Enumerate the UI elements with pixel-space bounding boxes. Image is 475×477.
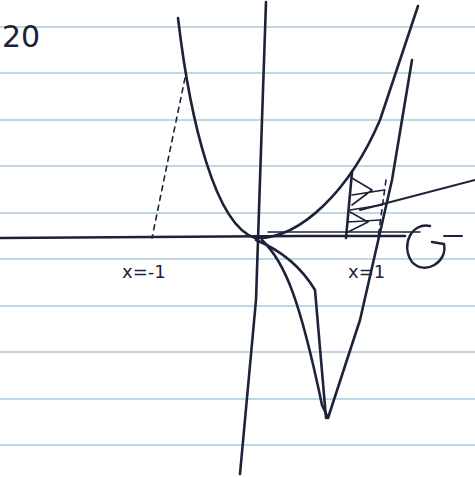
rotation-symbol: [444, 235, 462, 237]
bound-label: x=-1: [122, 263, 166, 281]
cubic-curve: [256, 240, 326, 418]
bound-label: x=1: [348, 263, 385, 281]
boundary-line: [262, 60, 412, 418]
ruled-lines: [0, 27, 475, 445]
rotation-symbol: [407, 226, 444, 268]
tangent-line: [360, 180, 475, 210]
dashed-bound: [378, 180, 386, 238]
problem-number: 20: [2, 22, 40, 52]
x-axis: [0, 236, 405, 238]
dashed-bound: [152, 78, 185, 238]
strip-edge: [346, 172, 352, 238]
strip-line: [268, 231, 420, 233]
